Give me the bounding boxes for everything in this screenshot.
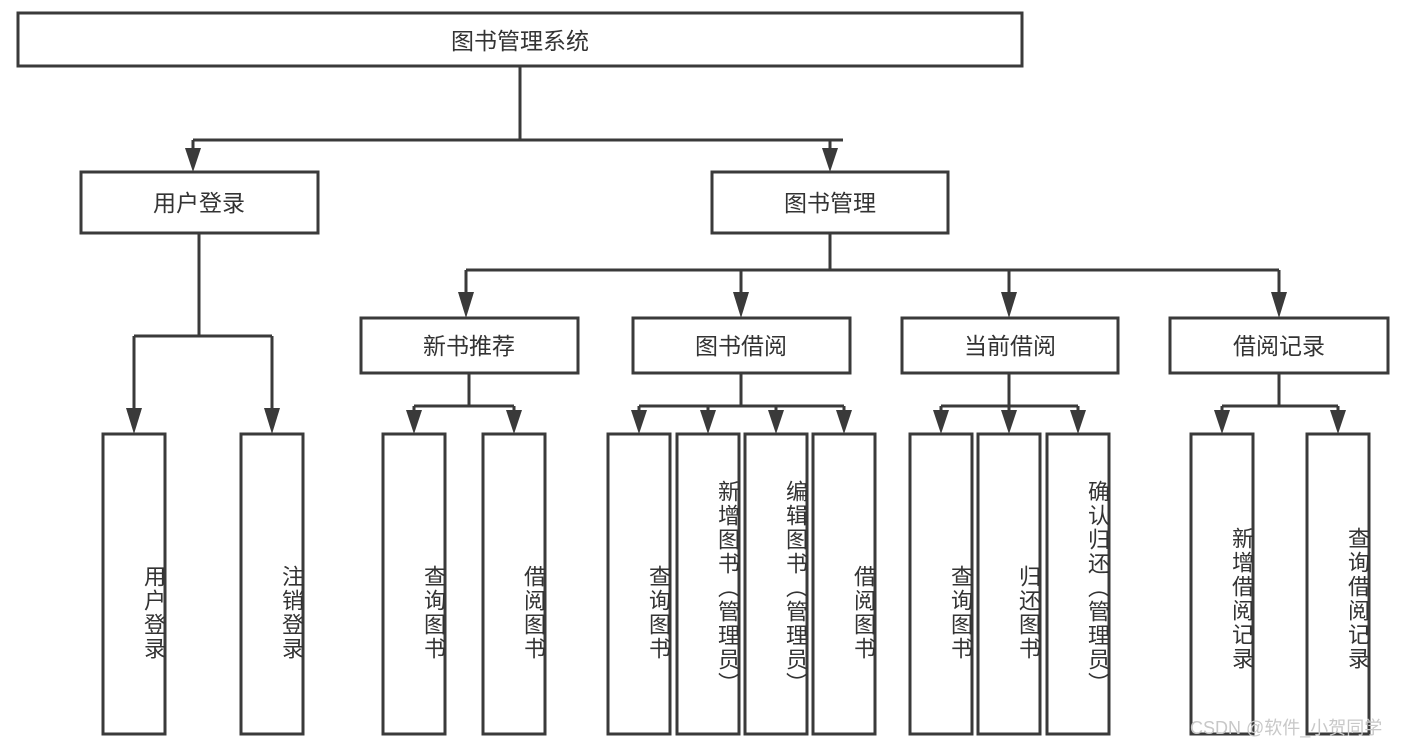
node-current-borrow-label: 当前借阅 <box>964 333 1056 359</box>
arrow-borrow-book-leaf-2 <box>768 410 784 434</box>
node-current-borrow-box[interactable] <box>900 316 1120 375</box>
connector-borrow-book-group <box>631 373 852 434</box>
connector-user-login-group <box>126 233 280 434</box>
arrow-borrow-record-leaf-1 <box>1330 410 1346 434</box>
arrow-to-borrow-record <box>1271 292 1287 318</box>
node-user-login-label: 用户登录 <box>153 190 245 216</box>
connector-borrow-record-group <box>1214 373 1346 434</box>
arrow-to-book-mgmt <box>822 148 838 172</box>
arrow-borrow-record-leaf-0 <box>1214 410 1230 434</box>
leaf-box-borrow-book-3[interactable] <box>811 432 877 736</box>
connector-book-mgmt-group <box>458 233 1287 318</box>
arrow-borrow-book-leaf-1 <box>700 410 716 434</box>
node-new-book-box[interactable] <box>359 316 580 375</box>
arrow-to-user-login <box>185 148 201 172</box>
arrow-current-borrow-leaf-0 <box>933 410 949 434</box>
leaf-box-borrow-book-1[interactable] <box>675 432 741 736</box>
arrow-user-login-leaf-0 <box>126 408 142 434</box>
leaf-box-borrow-book-0[interactable] <box>606 432 672 736</box>
leaf-box-new-book-1[interactable] <box>481 432 547 736</box>
leaf-box-borrow-record-0[interactable] <box>1189 432 1255 736</box>
arrow-to-current-borrow <box>1001 292 1017 318</box>
node-book-mgmt-box[interactable] <box>710 170 950 235</box>
node-user-login-box[interactable] <box>79 170 320 235</box>
arrow-current-borrow-leaf-2 <box>1070 410 1086 434</box>
leaf-box-new-book-0[interactable] <box>381 432 447 736</box>
connector-new-book-group <box>406 373 522 434</box>
leaf-box-user-login-1[interactable] <box>239 432 305 736</box>
watermark-text: CSDN @软件_小贺同学 <box>1190 718 1383 738</box>
node-book-mgmt-label: 图书管理 <box>784 190 876 216</box>
node-borrow-book-label: 图书借阅 <box>695 333 787 359</box>
arrow-new-book-leaf-1 <box>506 410 522 434</box>
node-new-book-label: 新书推荐 <box>423 333 515 359</box>
node-borrow-book-box[interactable] <box>631 316 852 375</box>
leaf-box-current-borrow-0[interactable] <box>908 432 974 736</box>
leaf-box-user-login-0[interactable] <box>101 432 167 736</box>
connector-current-borrow-group <box>933 373 1086 434</box>
arrow-to-borrow-book <box>733 292 749 318</box>
node-root-label: 图书管理系统 <box>451 28 589 54</box>
arrow-user-login-leaf-1 <box>264 408 280 434</box>
leaf-box-current-borrow-1[interactable] <box>976 432 1042 736</box>
arrow-new-book-leaf-0 <box>406 410 422 434</box>
node-borrow-record-box[interactable] <box>1168 316 1390 375</box>
leaf-box-borrow-record-1[interactable] <box>1305 432 1371 736</box>
leaf-box-borrow-book-2[interactable] <box>743 432 809 736</box>
arrow-borrow-book-leaf-0 <box>631 410 647 434</box>
arrow-borrow-book-leaf-3 <box>836 410 852 434</box>
arrow-current-borrow-leaf-1 <box>1001 410 1017 434</box>
connector-root-to-level2 <box>185 66 843 172</box>
leaf-box-current-borrow-2[interactable] <box>1045 432 1111 736</box>
node-root-box[interactable] <box>16 11 1024 68</box>
arrow-to-new-book <box>458 292 474 318</box>
node-borrow-record-label: 借阅记录 <box>1233 333 1325 359</box>
